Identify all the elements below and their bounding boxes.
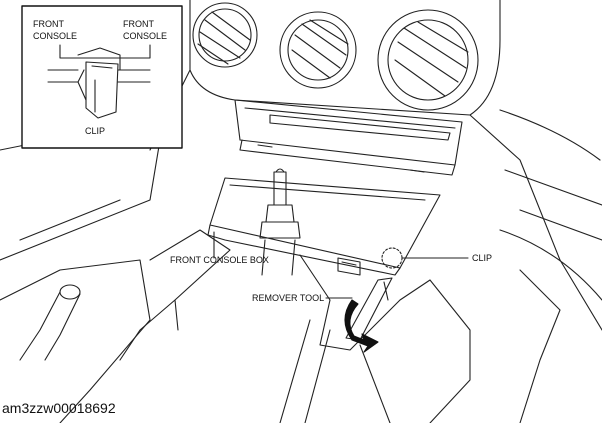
front-console-box — [207, 177, 441, 276]
air-vent-left — [192, 2, 258, 68]
callout-clip: CLIP — [472, 253, 492, 263]
inset-label-left-line1: FRONT — [33, 19, 64, 29]
figure-code: am3zzw00018692 — [2, 400, 116, 416]
dashboard-outline — [149, 0, 602, 331]
air-vent-right — [377, 9, 479, 111]
inset-label-clip: CLIP — [85, 126, 105, 136]
inset-label-right-line2: CONSOLE — [123, 31, 167, 41]
air-vent-center — [279, 11, 357, 89]
callout-front-console-box: FRONT CONSOLE BOX — [170, 255, 269, 265]
inset-label-left-line2: CONSOLE — [33, 31, 77, 41]
audio-unit — [234, 99, 463, 176]
inset-clip-detail — [47, 44, 151, 119]
callout-remover-tool: REMOVER TOOL — [252, 293, 324, 303]
right-seat — [499, 229, 602, 423]
lower-console — [119, 229, 471, 423]
inset-labels: FRONT CONSOLE FRONT CONSOLE CLIP — [33, 19, 167, 136]
cup-holder — [337, 257, 361, 276]
seat-belt-buckle — [19, 284, 81, 361]
detail-inset-frame — [21, 5, 183, 149]
direction-arrow — [344, 299, 379, 353]
gear-shift-lever — [259, 168, 301, 276]
left-seat — [0, 129, 161, 423]
dashboard-right-panel — [499, 109, 602, 241]
inset-label-right-line1: FRONT — [123, 19, 154, 29]
